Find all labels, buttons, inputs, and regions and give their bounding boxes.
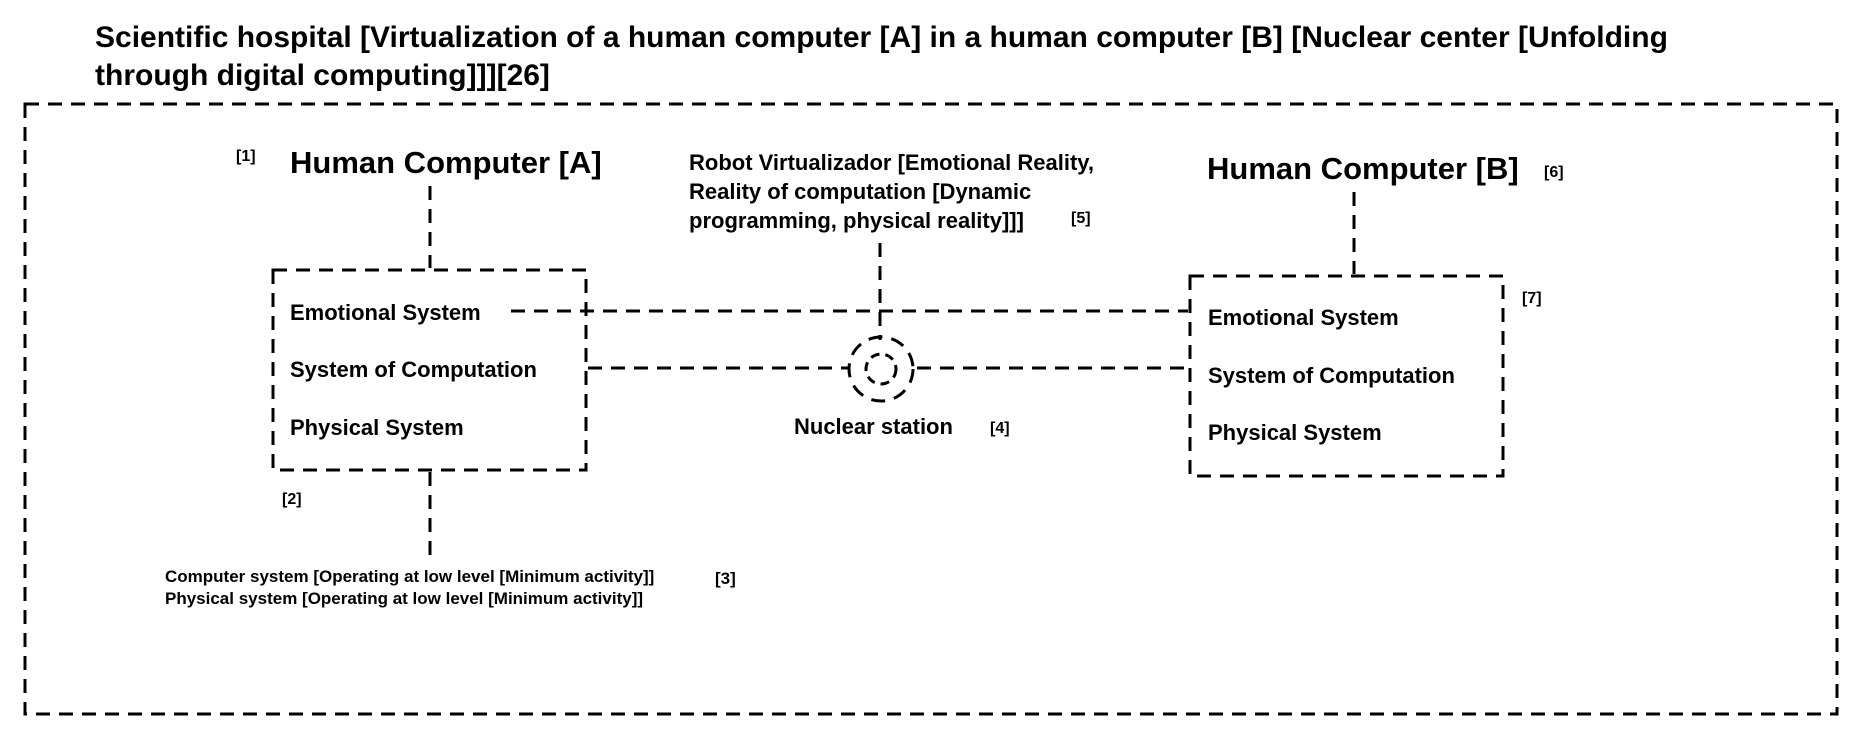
computer-b-physical-system: Physical System — [1208, 420, 1382, 445]
ref-7: [7] — [1522, 290, 1542, 307]
title-line-1: Scientific hospital [Virtualization of a… — [95, 21, 1668, 54]
low-level-line-2: Physical system [Operating at low level … — [165, 589, 643, 608]
computer-b-emotional-system: Emotional System — [1208, 305, 1399, 330]
hospital-frame — [23, 102, 1839, 716]
low-level-line-1: Computer system [Operating at low level … — [165, 567, 654, 586]
computer-b-system-of-computation: System of Computation — [1208, 363, 1455, 388]
computer-a-heading: Human Computer [A] — [290, 145, 602, 180]
nuclear-station-label: Nuclear station — [794, 414, 953, 439]
nuclear-station-core — [864, 352, 898, 386]
robot-line-2: Reality of computation [Dynamic — [689, 179, 1031, 204]
ref-3: [3] — [715, 569, 736, 588]
ref-2: [2] — [282, 491, 302, 508]
robot-line-3: programming, physical reality]]] — [689, 208, 1024, 233]
computer-a-box — [271, 268, 588, 472]
nuclear-station-outer-ring — [847, 335, 915, 403]
computer-a-emotional-system: Emotional System — [290, 300, 481, 325]
ref-5: [5] — [1071, 210, 1091, 227]
title-line-2: through digital computing]]][26] — [95, 59, 550, 92]
robot-line-1: Robot Virtualizador [Emotional Reality, — [689, 150, 1094, 175]
ref-4: [4] — [990, 420, 1010, 437]
computer-a-physical-system: Physical System — [290, 415, 464, 440]
computer-a-system-of-computation: System of Computation — [290, 357, 537, 382]
computer-b-box — [1188, 274, 1505, 478]
computer-b-heading: Human Computer [B] — [1207, 151, 1519, 186]
ref-1: [1] — [236, 148, 256, 165]
ref-6: [6] — [1544, 164, 1564, 181]
